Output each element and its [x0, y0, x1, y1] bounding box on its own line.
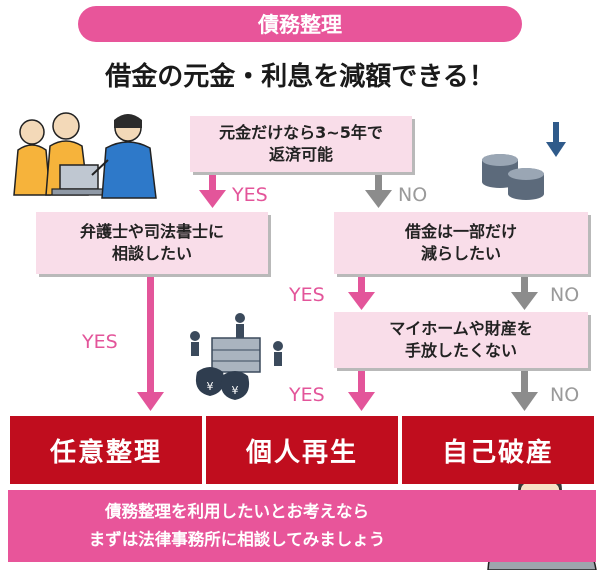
diagram-title: 債務整理 [78, 6, 522, 42]
result-individual-rehabilitation: 個人再生 [206, 416, 398, 484]
footer-message: 債務整理を利用したいとお考えなら まずは法律事務所に相談してみましょう [22, 498, 452, 554]
question-box-partial: 借金は一部だけ 減らしたい [334, 212, 588, 274]
label-no-2: NO [550, 284, 580, 306]
arrow-q3-no [511, 276, 538, 310]
arrow-q1-yes [199, 173, 226, 208]
question-text-partial: 借金は一部だけ 減らしたい [404, 222, 517, 263]
label-no-3: NO [550, 384, 580, 406]
yen-symbol-2: ¥ [232, 384, 239, 397]
arrow-q4-yes [348, 368, 375, 411]
arrow-q4-no [511, 368, 538, 411]
label-yes-2: YES [82, 331, 118, 353]
label-yes-1: YES [232, 184, 268, 206]
question-box-keep-assets: マイホームや財産を 手放したくない [334, 312, 588, 368]
footer-line-2: まずは法律事務所に相談してみましょう [88, 530, 386, 549]
question-text-consult: 弁護士や司法書士に 相談したい [79, 222, 224, 263]
label-yes-3: YES [289, 284, 325, 306]
question-box-repay: 元金だけなら3~5年で 返済可能 [190, 116, 412, 172]
question-box-consult: 弁護士や司法書士に 相談したい [36, 212, 268, 274]
consultation-illustration [2, 112, 172, 205]
diagram-subtitle: 借金の元金・利息を減額できる！ [105, 62, 495, 92]
arrow-q2-yes [137, 276, 164, 411]
arrow-q1-no [365, 173, 392, 208]
question-text-repay: 元金だけなら3~5年で 返済可能 [219, 123, 383, 164]
label-yes-4: YES [289, 384, 325, 406]
yen-symbol-1: ¥ [207, 380, 214, 393]
coins-down-icon [482, 122, 566, 200]
question-text-keep-assets: マイホームや財産を 手放したくない [389, 319, 533, 360]
footer-line-1: 債務整理を利用したいとお考えなら [105, 502, 369, 521]
result-voluntary-arrangement: 任意整理 [10, 416, 202, 484]
footer-banner [8, 490, 596, 562]
arrow-q3-yes [348, 276, 375, 310]
result-bankruptcy: 自己破産 [402, 416, 594, 484]
label-no-1: NO [398, 184, 428, 206]
assets-illustration [190, 313, 283, 400]
